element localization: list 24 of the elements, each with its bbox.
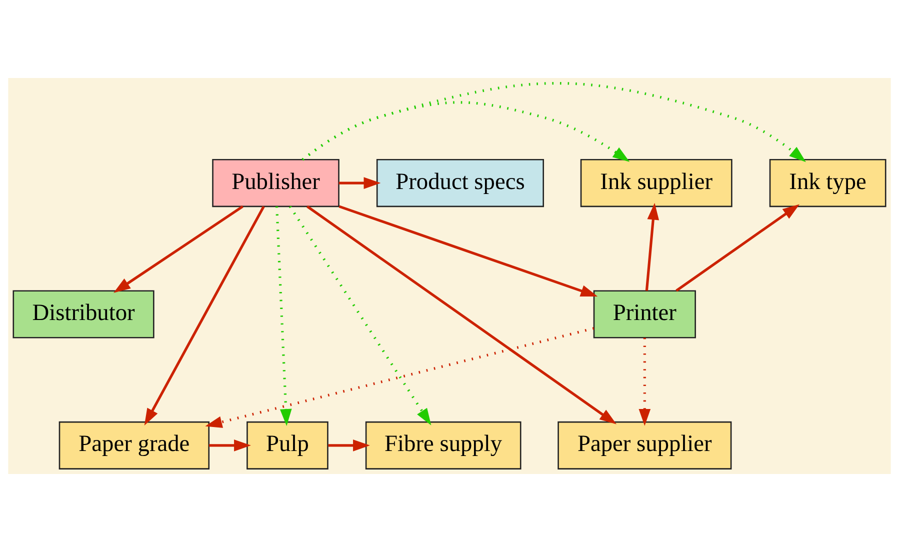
node-box: Fibre supply: [365, 420, 522, 469]
node-box: Ink type: [769, 158, 886, 207]
arrow: [638, 337, 651, 426]
node-box: Product specs: [376, 158, 544, 207]
arrow: [338, 204, 598, 296]
arrow: [144, 205, 265, 425]
arrow: [205, 326, 594, 428]
arrow: [288, 205, 432, 425]
node-box: Printer: [593, 290, 696, 338]
arrow: [209, 439, 251, 451]
arrow: [114, 204, 244, 292]
node-box: Paper grade: [58, 420, 210, 469]
arrow: [676, 204, 800, 292]
node-box: Paper supplier: [558, 420, 732, 469]
arrow: [302, 81, 806, 162]
node-box: Pulp: [246, 420, 328, 469]
arrow: [645, 202, 660, 290]
node-box: Publisher: [212, 158, 340, 207]
arrow: [306, 204, 617, 424]
arrow: [338, 176, 381, 188]
node-box: Ink supplier: [580, 158, 732, 207]
node-box: Distributor: [12, 290, 154, 338]
arrow: [275, 206, 292, 426]
arrow: [328, 439, 370, 451]
